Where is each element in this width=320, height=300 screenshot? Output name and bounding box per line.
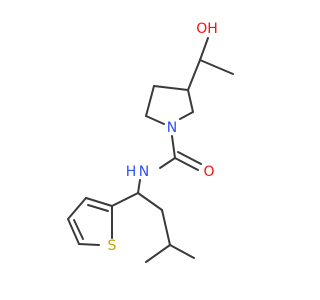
structure-diagram: OH O N H N S <box>67 21 234 263</box>
bond-oh-ch <box>199 37 209 61</box>
bond-ch-ch2 <box>137 192 163 211</box>
pyrrolidine-nitrogen-label: N <box>167 120 177 136</box>
hydroxyl-label: OH <box>196 21 218 37</box>
bond-ch-me2 <box>145 244 171 263</box>
bond-th-c4-c5 <box>67 218 80 245</box>
bond-th-c2-c3 <box>85 197 113 207</box>
bond-ring-c2-c3 <box>187 89 194 113</box>
bonds <box>67 37 234 263</box>
bond-ch2-ch <box>161 209 171 246</box>
bond-ring-c4-c5 <box>145 85 155 117</box>
bond-ring-c5-n <box>145 115 165 125</box>
molecule-canvas: OH O N H N S <box>67 21 234 263</box>
bond-th-c5-s <box>78 243 100 246</box>
bond-ch-ring <box>187 59 201 91</box>
bond-ch-thiophene <box>111 192 139 207</box>
amide-nitrogen-label: N <box>139 164 149 180</box>
carbonyl-oxygen-label: O <box>203 164 214 180</box>
bond-ch-methyl <box>199 59 234 75</box>
bond-carbonyl-nh <box>159 157 176 169</box>
amide-hydrogen-label: H <box>126 164 137 180</box>
bond-ch-me1 <box>169 244 195 259</box>
bond-carbonyl-double-2 <box>177 151 202 165</box>
bond-ring-c3-c4 <box>153 85 189 91</box>
bond-th-c3-c4 <box>67 197 87 220</box>
bond-carbonyl-double-1 <box>174 157 199 171</box>
bond-n-carbonyl <box>171 135 176 159</box>
bond-th-c2-c3-inner <box>87 204 109 212</box>
bond-th-c4-c5-inner <box>73 219 84 240</box>
atom-labels: OH O N H N S <box>108 21 218 254</box>
bond-nh-ch <box>137 179 141 194</box>
bond-ring-n-c2 <box>179 111 194 120</box>
thiophene-sulfur-label: S <box>108 238 117 254</box>
